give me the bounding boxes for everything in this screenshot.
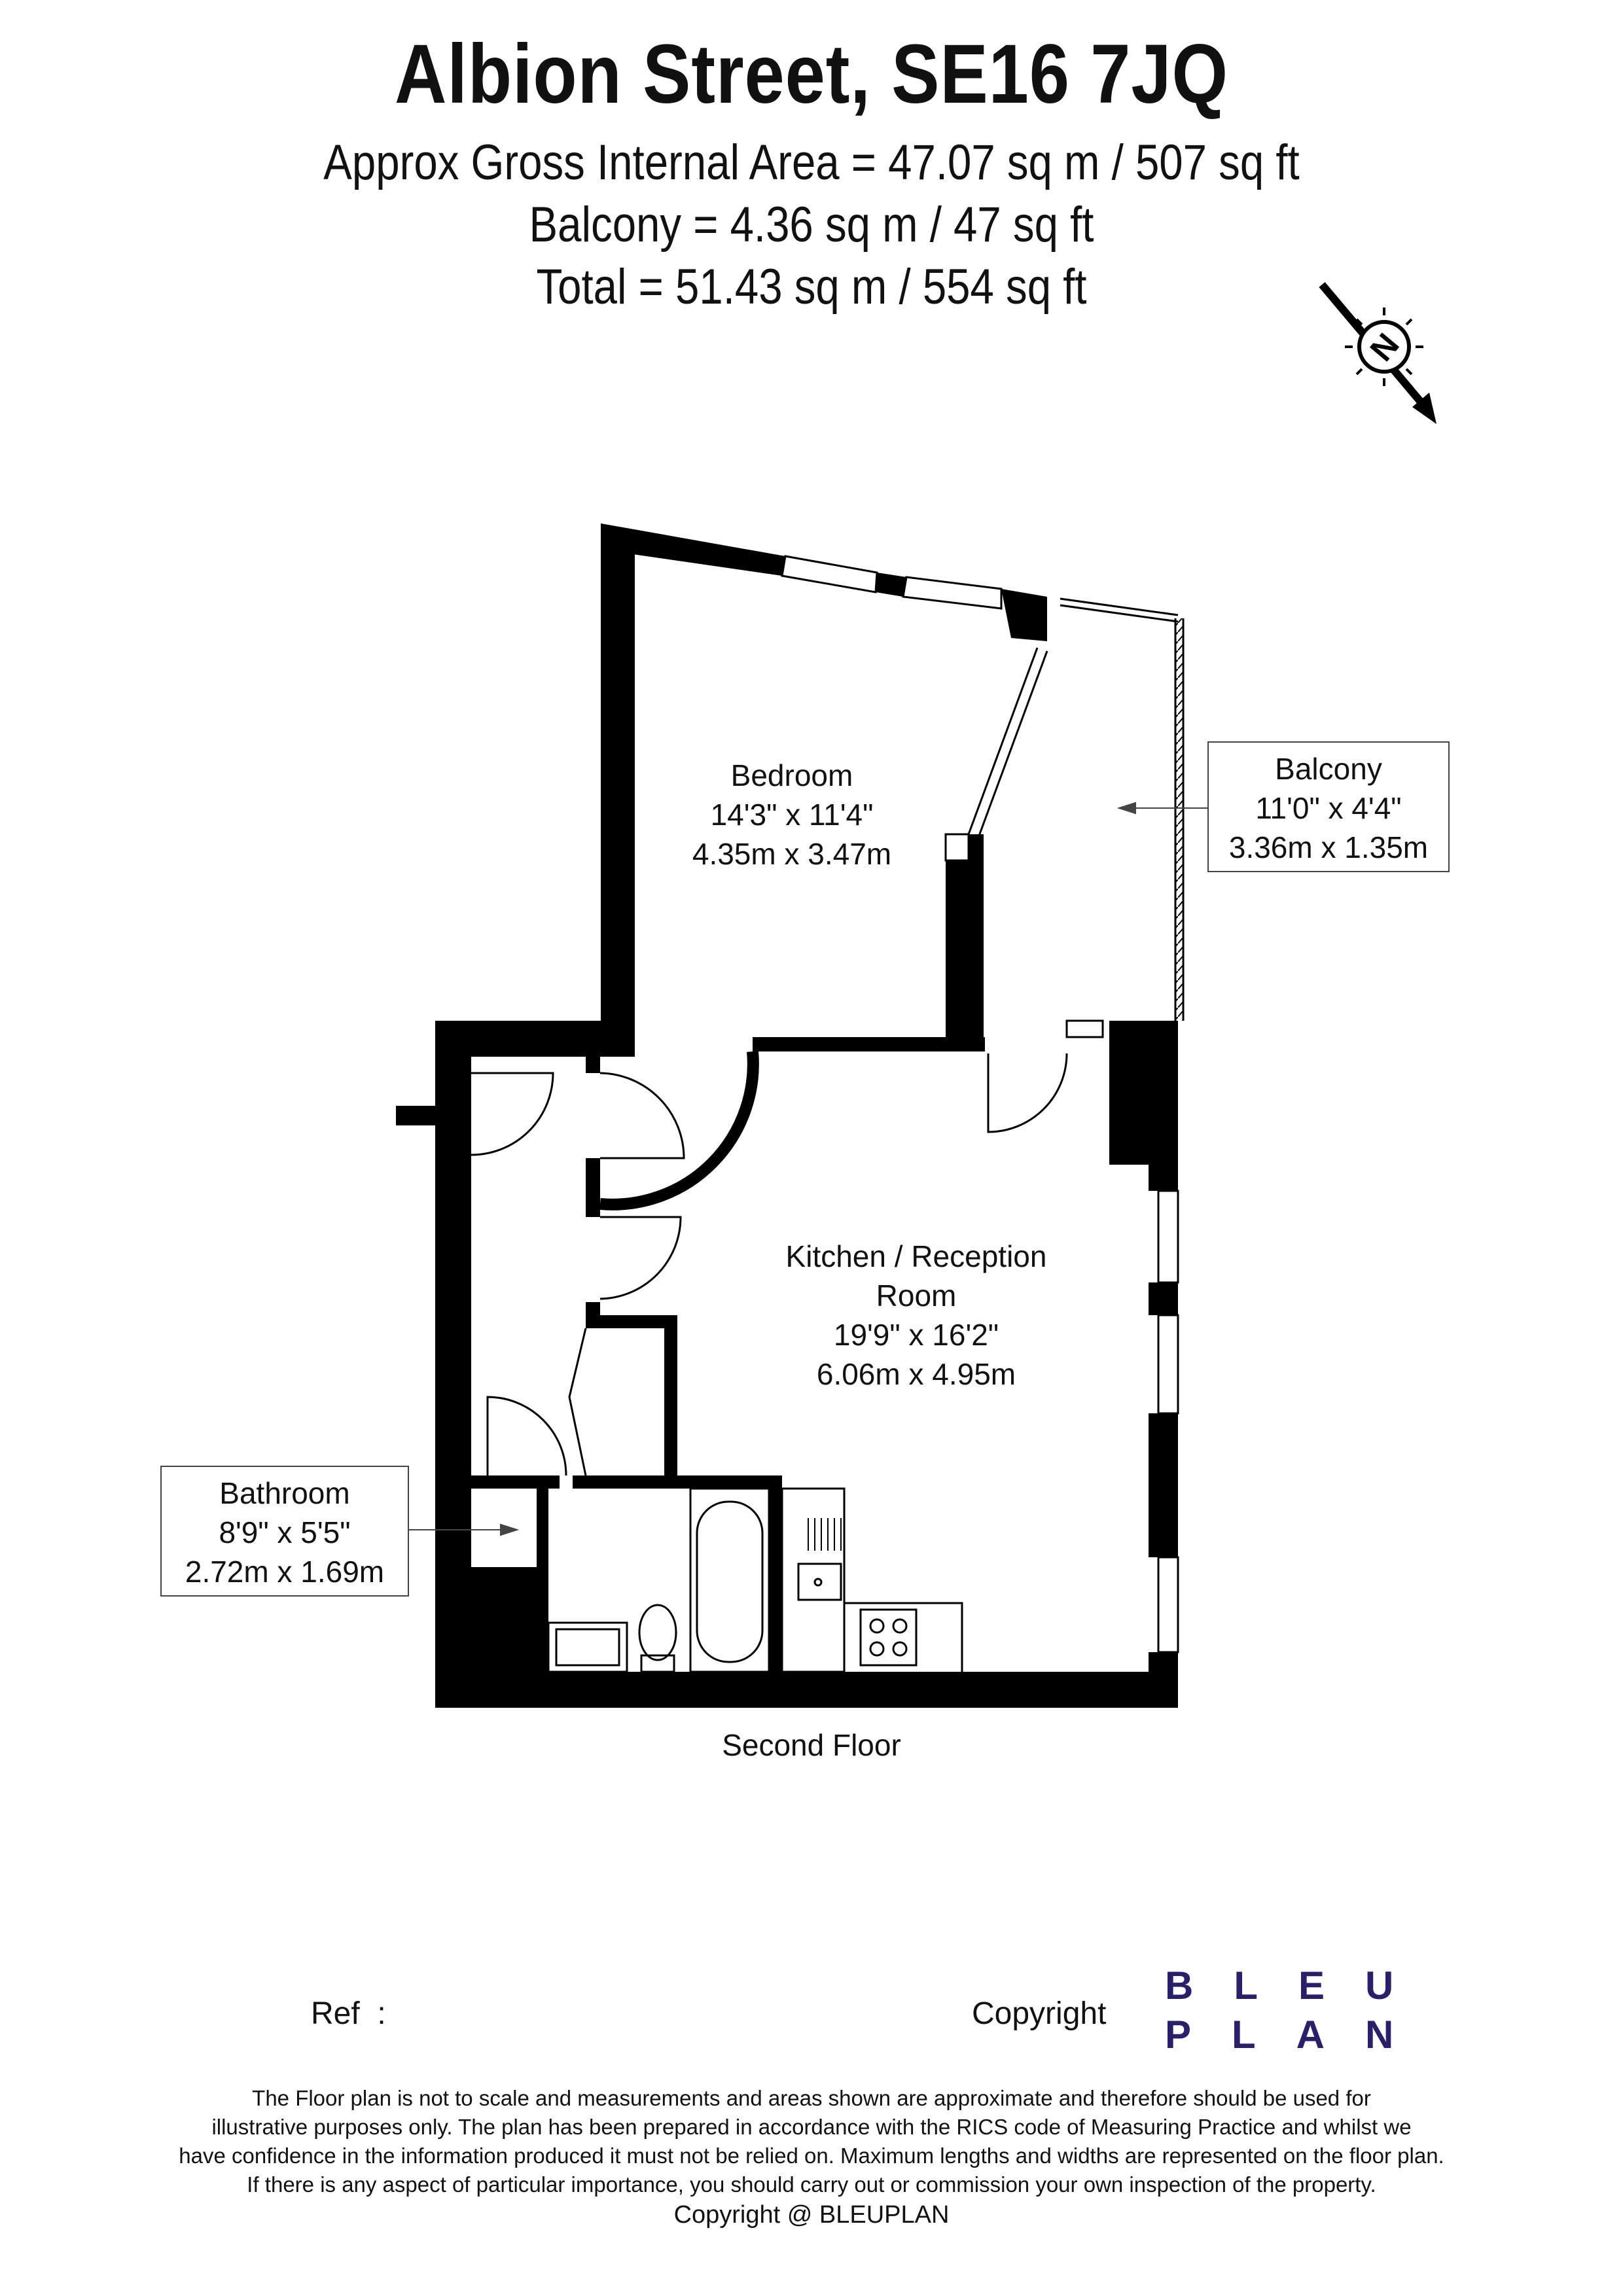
disclaimer: The Floor plan is not to scale and measu… — [0, 2084, 1623, 2229]
copyright-line: Copyright @ BLEUPLAN — [673, 2201, 950, 2229]
doors — [471, 647, 1068, 1476]
kitchen-name-line1: Kitchen / Reception — [785, 1239, 1047, 1273]
balcony-metric: 3.36m x 1.35m — [1228, 830, 1429, 864]
disclaimer-line: illustrative purposes only. The plan has… — [211, 2115, 1412, 2139]
gross-internal-area: Approx Gross Internal Area = 47.07 sq m … — [323, 135, 1300, 190]
total-area: Total = 51.43 sq m / 554 sq ft — [536, 259, 1087, 315]
north-arrow-icon: N — [1319, 282, 1436, 424]
balcony-outline — [1060, 597, 1185, 1021]
kitchen-units — [781, 1487, 963, 1673]
balcony-callout: Balcony 11'0" x 4'4" 3.36m x 1.35m — [1207, 741, 1450, 872]
hob-icon — [859, 1608, 918, 1667]
walls — [435, 523, 1178, 1708]
balcony-area: Balcony = 4.36 sq m / 47 sq ft — [529, 197, 1094, 253]
bedroom-name: Bedroom — [730, 758, 853, 792]
floor-name: Second Floor — [722, 1728, 901, 1762]
brand-logo-line2: PLAN — [1165, 2013, 1435, 2057]
kitchen-label: Kitchen / Reception Room 19'9" x 16'2" 6… — [753, 1237, 1080, 1394]
balcony-imperial: 11'0" x 4'4" — [1255, 791, 1402, 825]
toilet-icon — [638, 1604, 677, 1661]
disclaimer-line: If there is any aspect of particular imp… — [247, 2172, 1376, 2197]
entrance-arrow-icon — [396, 1093, 457, 1139]
page-title: Albion Street, SE16 7JQ — [395, 27, 1228, 121]
disclaimer-line: have confidence in the information produ… — [179, 2144, 1444, 2168]
sink-icon — [797, 1563, 842, 1601]
bedroom-label: Bedroom 14'3" x 11'4" 4.35m x 3.47m — [661, 756, 923, 874]
kitchen-imperial: 19'9" x 16'2" — [833, 1318, 999, 1352]
windows — [781, 555, 1179, 1653]
ref-label: Ref : — [311, 1996, 386, 2031]
bedroom-imperial: 14'3" x 11'4" — [710, 798, 874, 832]
brand-logo-line1: BLEU — [1165, 1964, 1435, 2007]
kitchen-name-line2: Room — [876, 1279, 957, 1313]
copyright-label: Copyright — [972, 1996, 1107, 2031]
basin-icon — [547, 1621, 628, 1673]
callout-leaders — [409, 802, 1207, 1536]
bathroom-name: Bathroom — [219, 1476, 350, 1510]
bath-icon — [689, 1487, 770, 1673]
bathroom-callout: Bathroom 8'9" x 5'5" 2.72m x 1.69m — [160, 1466, 409, 1597]
bathroom-imperial: 8'9" x 5'5" — [219, 1515, 351, 1549]
bathroom-fittings — [547, 1487, 770, 1673]
kitchen-metric: 6.06m x 4.95m — [816, 1357, 1016, 1391]
balcony-name: Balcony — [1275, 752, 1382, 786]
bathroom-metric: 2.72m x 1.69m — [185, 1555, 385, 1589]
disclaimer-line: The Floor plan is not to scale and measu… — [252, 2086, 1371, 2110]
bedroom-metric: 4.35m x 3.47m — [692, 837, 892, 871]
